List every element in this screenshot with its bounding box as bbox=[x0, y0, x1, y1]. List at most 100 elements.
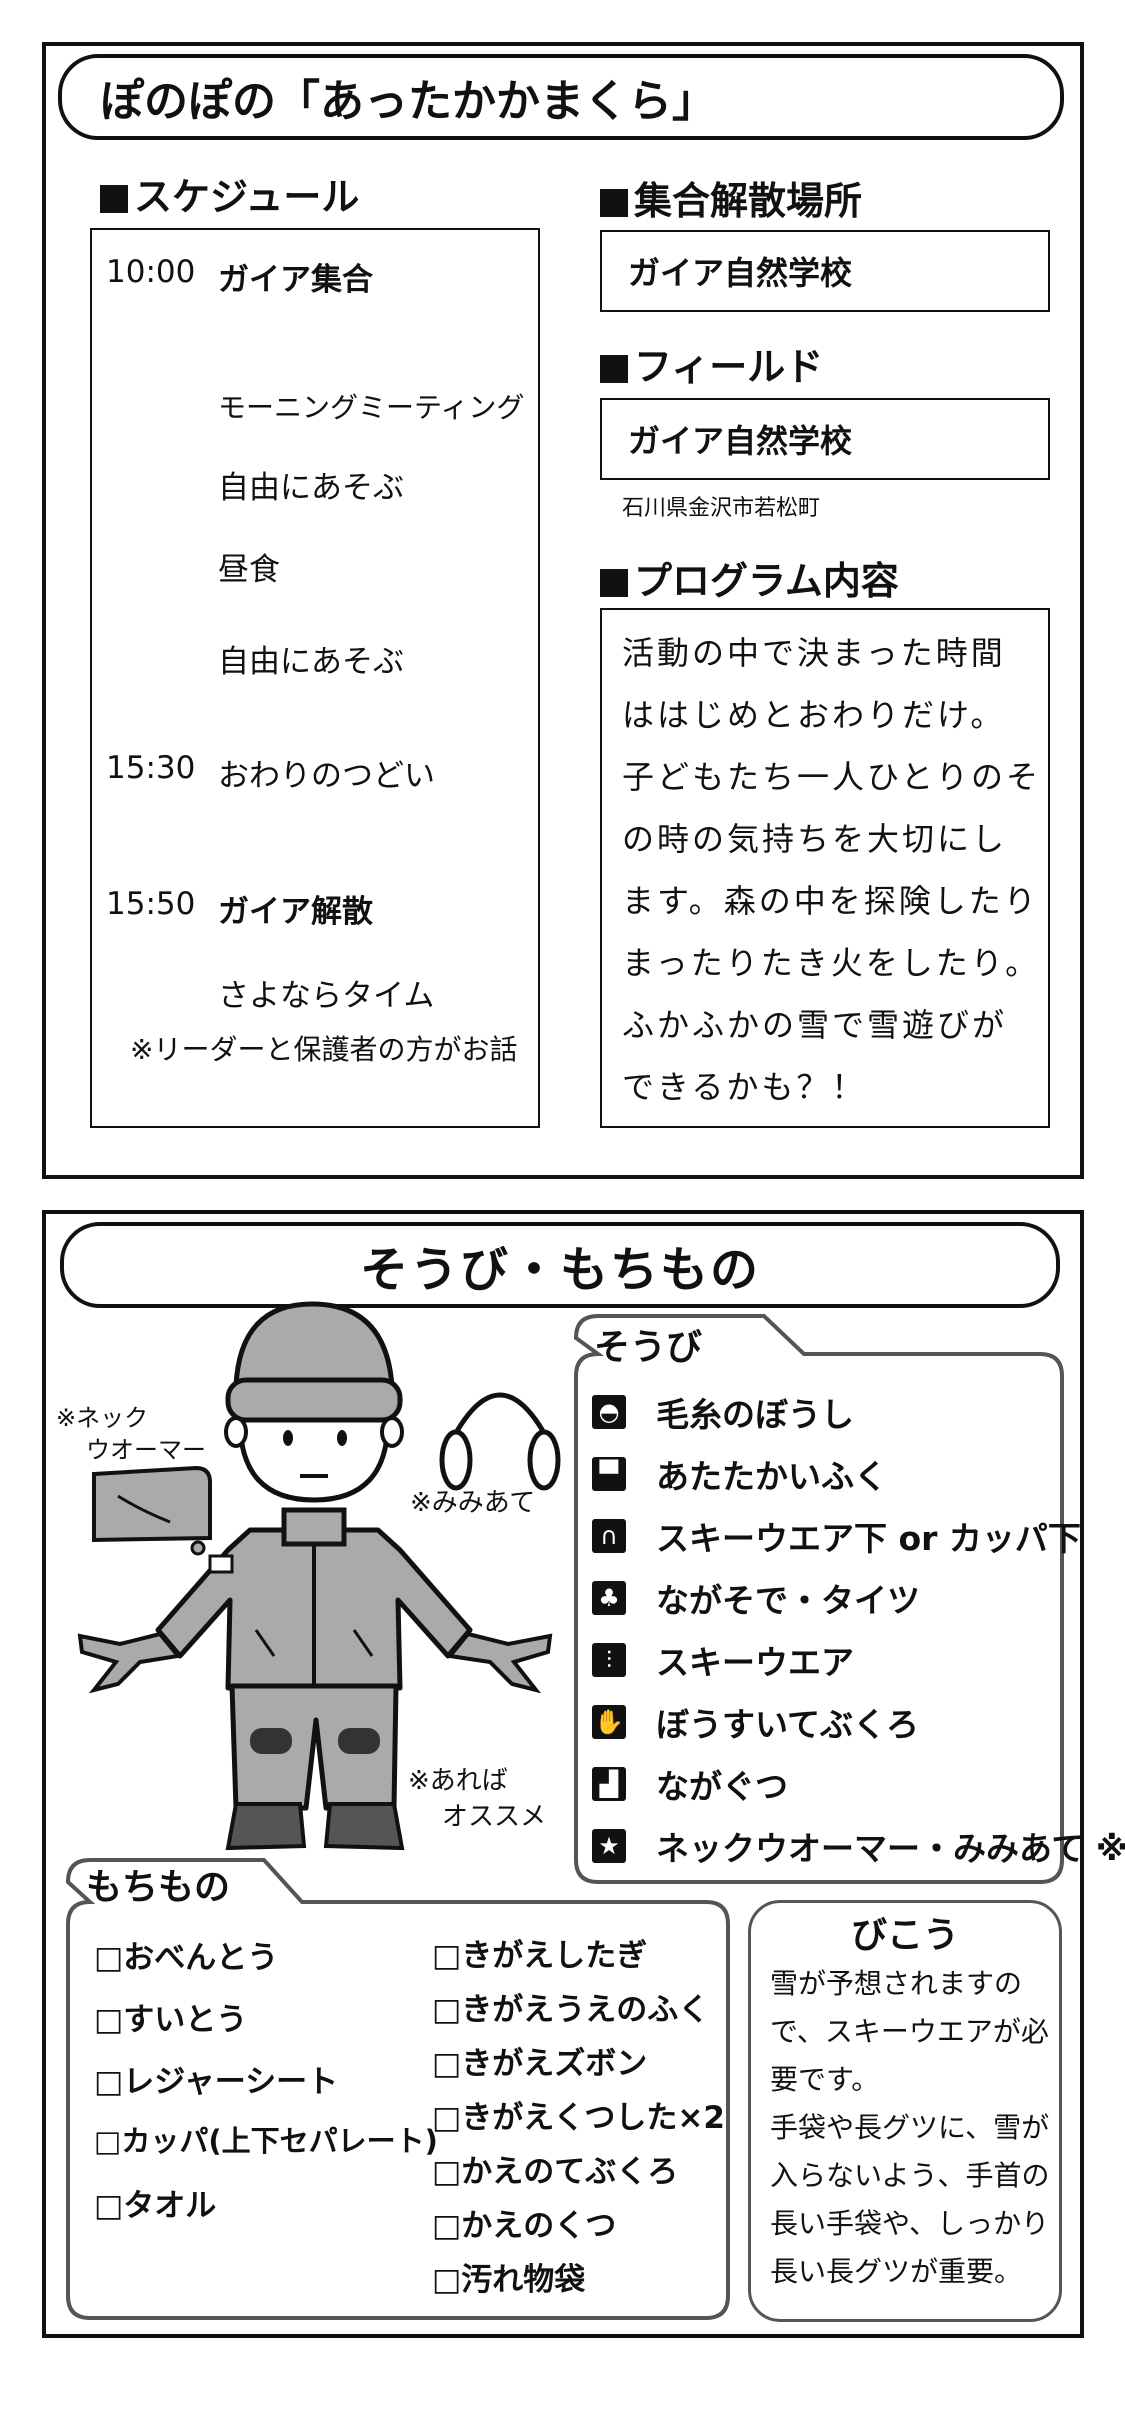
boot-icon bbox=[225, 1802, 405, 1851]
biko-heading: びこう bbox=[850, 1915, 959, 1956]
schedule-item: おわりのつどい bbox=[218, 758, 435, 794]
checklist-item[interactable]: □タオル bbox=[94, 2188, 217, 2224]
earmuffs-label: ※みみあて bbox=[410, 1488, 536, 1518]
checklist-item[interactable]: □カッパ(上下セパレート) bbox=[94, 2124, 438, 2158]
square-bullet-icon bbox=[600, 355, 628, 383]
event-title-banner: ぽのぽの「あったかかまくら」 bbox=[58, 54, 1064, 140]
equipment-item: ✋ ぼうすいてぶくろ bbox=[592, 1698, 919, 1746]
schedule-item: モーニングミーティング bbox=[218, 391, 525, 424]
equipment-label: スキーウエア下 or カッパ下 bbox=[656, 1519, 1081, 1558]
checklist-item[interactable]: □すいとう bbox=[94, 2002, 248, 2038]
glove-icon bbox=[77, 1631, 553, 1694]
schedule-item: 自由にあそぶ bbox=[218, 470, 404, 506]
long-sleeve-icon: ♣ bbox=[592, 1581, 626, 1615]
ski-jacket-icon: ⫶ bbox=[592, 1643, 626, 1677]
biko-line: で、スキーウエアが必 bbox=[770, 2015, 1049, 2048]
face-icon bbox=[224, 1416, 404, 1503]
biko-line: 長い長グツが重要。 bbox=[770, 2255, 1023, 2288]
equipment-label: ぼうすいてぶくろ bbox=[656, 1705, 920, 1744]
field-place: ガイア自然学校 bbox=[628, 422, 853, 460]
checklist-item[interactable]: □おべんとう bbox=[94, 1940, 279, 1976]
equipment-label: ながそで・タイツ bbox=[656, 1581, 920, 1620]
shirt-icon: ▀ bbox=[592, 1457, 626, 1491]
equipment-item: ⫶ スキーウエア bbox=[592, 1636, 854, 1684]
program-box bbox=[600, 608, 1050, 1128]
schedule-item: 昼食 bbox=[218, 552, 280, 588]
biko-box bbox=[748, 1900, 1062, 2322]
equipment-item: ♣ ながそで・タイツ bbox=[592, 1574, 920, 1622]
schedule-time: 10:00 bbox=[106, 254, 196, 290]
soubi-heading: そうび bbox=[594, 1327, 703, 1368]
program-line: 活動の中で決まった時間 bbox=[622, 634, 1006, 672]
mochimono-heading: もちもの bbox=[86, 1867, 231, 1908]
program-line: できるかも？！ bbox=[622, 1068, 867, 1106]
checklist-item[interactable]: □きがえズボン bbox=[432, 2046, 648, 2082]
schedule-item: さよならタイム bbox=[218, 978, 435, 1014]
schedule-box bbox=[90, 228, 540, 1128]
knit-hat-icon bbox=[225, 1301, 403, 1423]
checklist-item[interactable]: □汚れ物袋 bbox=[432, 2262, 586, 2298]
checklist-item[interactable]: □きがえうえのふく bbox=[432, 1992, 710, 2028]
earmuffs-icon bbox=[439, 1392, 561, 1491]
neck-warmer-label-2: ウオーマー bbox=[86, 1436, 206, 1464]
gear-title-banner: そうび・もちもの bbox=[60, 1222, 1060, 1308]
equipment-label: あたたかいふく bbox=[656, 1457, 887, 1496]
ski-jacket-icon bbox=[155, 1507, 473, 1691]
ski-pants-icon: ∩ bbox=[592, 1519, 626, 1553]
event-title: ぽのぽの「あったかかまくら」 bbox=[100, 76, 716, 127]
equipment-item: ★ ネックウオーマー・みみあて ※ bbox=[592, 1822, 1125, 1870]
biko-line: 雪が予想されますの bbox=[770, 1967, 1023, 2000]
program-heading: プログラム内容 bbox=[600, 550, 899, 605]
program-line: 子どもたち一人ひとりのそ bbox=[622, 758, 1042, 796]
recommended-label-2: オススメ bbox=[442, 1802, 547, 1832]
biko-line: 手袋や長グツに、雪が bbox=[770, 2111, 1050, 2144]
schedule-time: 15:50 bbox=[106, 886, 196, 922]
recommended-label-1: ※あれば bbox=[408, 1766, 508, 1796]
gear-title: そうび・もちもの bbox=[359, 1242, 760, 1298]
equipment-item: ◓毛糸のぼうし bbox=[592, 1388, 854, 1436]
equipment-item: ▟ながぐつ bbox=[592, 1760, 788, 1808]
schedule-time: 15:30 bbox=[106, 750, 196, 786]
field-address: 石川県金沢市若松町 bbox=[622, 496, 821, 521]
equipment-item: ∩ スキーウエア下 or カッパ下 bbox=[592, 1512, 1081, 1560]
square-bullet-icon bbox=[600, 189, 628, 217]
mitten-icon: ✋ bbox=[592, 1705, 626, 1739]
child-gear-illustration bbox=[77, 1301, 561, 1851]
program-line: ははじめとおわりだけ。 bbox=[622, 696, 1006, 734]
star-icon: ★ bbox=[592, 1829, 626, 1863]
equipment-label: ながぐつ bbox=[656, 1767, 788, 1806]
checklist-item[interactable]: □かえのてぶくろ bbox=[432, 2154, 679, 2190]
equipment-label: ネックウオーマー・みみあて ※ bbox=[656, 1829, 1125, 1868]
meeting-heading: 集合解散場所 bbox=[600, 170, 862, 225]
neck-warmer-icon bbox=[92, 1465, 212, 1556]
meeting-place: ガイア自然学校 bbox=[628, 254, 853, 292]
checklist-item[interactable]: □レジャーシート bbox=[94, 2064, 339, 2100]
equipment-label: スキーウエア bbox=[656, 1643, 854, 1682]
program-line: ます。森の中を探険したり bbox=[622, 882, 1039, 920]
ski-pants-icon bbox=[229, 1683, 399, 1811]
program-line: ふかふかの雪で雪遊びが bbox=[622, 1006, 1008, 1044]
field-heading: フィールド bbox=[600, 336, 823, 391]
schedule-item: ガイア解散 bbox=[218, 894, 373, 930]
schedule-note: ※リーダーと保護者の方がお話 bbox=[130, 1033, 518, 1066]
neck-warmer-label-1: ※ネック bbox=[56, 1404, 149, 1432]
biko-line: 要です。 bbox=[770, 2063, 880, 2096]
equipment-item: ▀ あたたかいふく bbox=[592, 1450, 887, 1498]
equipment-label: 毛糸のぼうし bbox=[656, 1395, 854, 1434]
biko-line: 長い手袋や、しっかり bbox=[770, 2207, 1050, 2240]
square-bullet-icon bbox=[100, 185, 128, 213]
mochimono-panel bbox=[65, 1858, 730, 2320]
schedule-item: ガイア集合 bbox=[218, 262, 373, 298]
checklist-item[interactable]: □きがえしたぎ bbox=[432, 1938, 648, 1974]
schedule-item: 自由にあそぶ bbox=[218, 644, 404, 680]
meeting-place-box: ガイア自然学校 bbox=[600, 230, 1050, 312]
schedule-heading: スケジュール bbox=[100, 166, 359, 221]
checklist-item[interactable]: □かえのくつ bbox=[432, 2208, 617, 2244]
field-place-box: ガイア自然学校 bbox=[600, 398, 1050, 480]
biko-line: 入らないよう、手首の bbox=[770, 2159, 1050, 2192]
soubi-panel bbox=[573, 1314, 1064, 1884]
program-line: の時の気持ちを大切にし bbox=[622, 820, 1008, 858]
checklist-item[interactable]: □きがえくつした×2 bbox=[432, 2100, 725, 2136]
program-line: まったりたき火をしたり。 bbox=[622, 944, 1041, 982]
square-bullet-icon bbox=[600, 569, 628, 597]
